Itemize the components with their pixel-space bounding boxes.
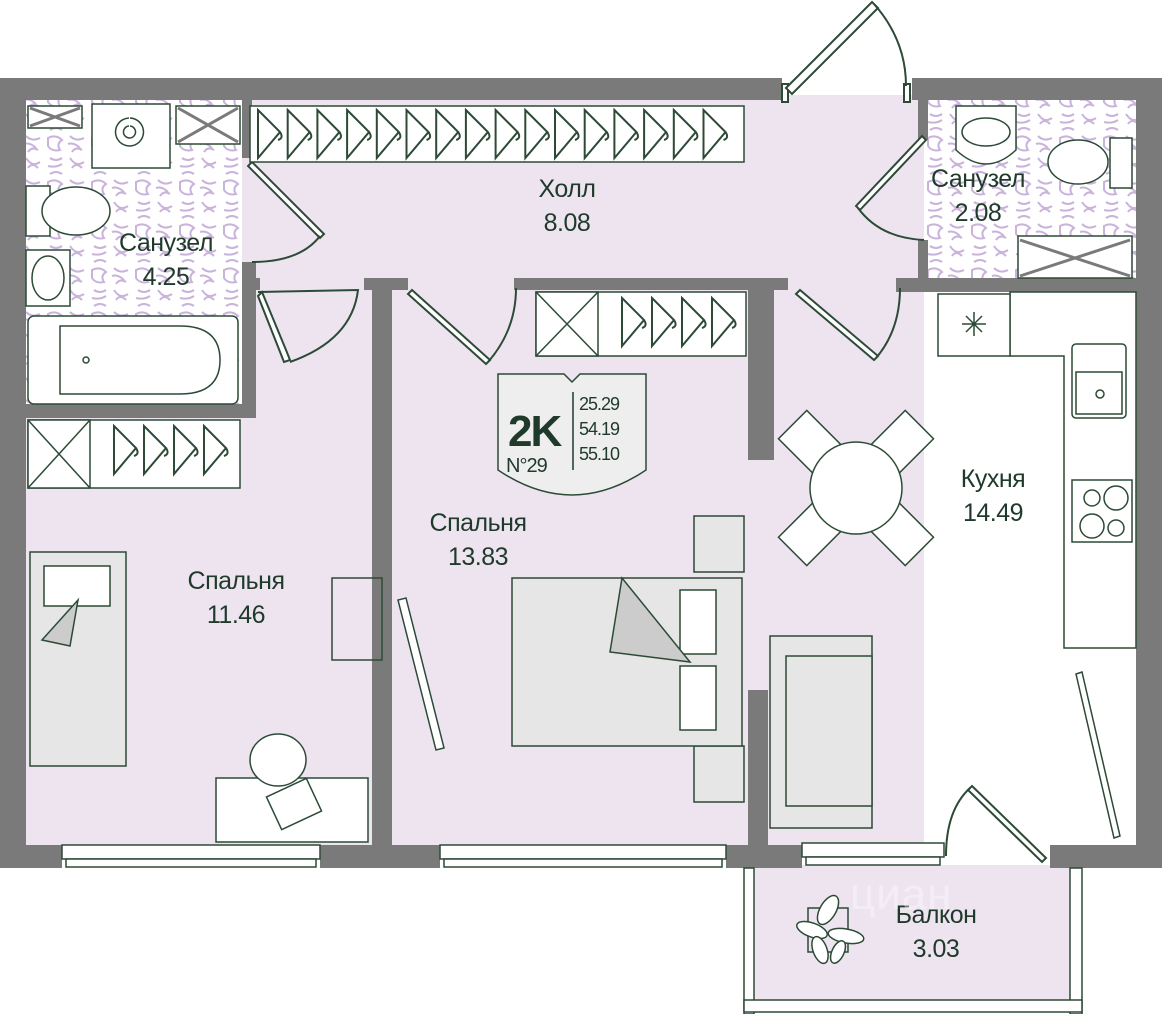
hanger-icon — [681, 295, 707, 349]
laptop — [265, 777, 323, 831]
room-label-bedroom-left: Спальня 11.46 — [188, 564, 285, 632]
room-label-kitchen: Кухня 14.49 — [960, 462, 1026, 530]
apartment-badge — [497, 373, 647, 496]
hanger-icon — [651, 295, 677, 349]
washing-machine — [91, 103, 171, 169]
room-name: Балкон — [895, 901, 977, 929]
room-name: Санузел — [119, 229, 213, 257]
room-name: Санузел — [931, 165, 1025, 193]
hanger-icon — [405, 107, 432, 161]
room-name: Спальня — [187, 567, 285, 595]
hanger-icon — [173, 423, 199, 477]
door-bathroom-right — [854, 134, 928, 212]
room-name: Кухня — [960, 465, 1026, 493]
room-area: 14.49 — [962, 499, 1024, 527]
hall-wardrobe — [249, 105, 745, 163]
room-name: Спальня — [429, 509, 527, 537]
hanger-icon — [494, 107, 521, 161]
entrance-door[interactable] — [781, 0, 911, 103]
hanger-icon — [113, 423, 139, 477]
total-area: 54.19 — [579, 419, 620, 439]
door-bedroom-left — [256, 290, 292, 364]
windows — [61, 842, 945, 868]
toilet-bowl — [41, 186, 111, 236]
toilet-tank-right — [1109, 137, 1133, 189]
room-label-bathroom-right: Санузел 2.08 — [931, 162, 1025, 230]
room-area: 13.83 — [447, 543, 509, 571]
hanger-icon — [583, 107, 610, 161]
room-label-balcony: Балкон 3.03 — [896, 898, 977, 966]
bathtub — [27, 315, 239, 405]
hanger-icon — [672, 107, 699, 161]
tv-stand — [397, 597, 445, 751]
hanger-icon — [203, 423, 229, 477]
total-area-with-balcony: 55.10 — [579, 444, 620, 464]
watermark: циан — [850, 870, 953, 919]
hanger-icon — [643, 107, 669, 161]
nightstand-bottom — [693, 745, 745, 803]
kitchen-sink — [1071, 343, 1127, 419]
bathroom-right-fixtures — [955, 105, 1133, 279]
hanger-icon — [375, 107, 402, 161]
kitchen-furniture — [769, 291, 1137, 839]
hanger-icon — [613, 107, 639, 161]
hanger-icon — [435, 107, 461, 161]
room-label-bathroom-left: Санузел 4.25 — [119, 226, 213, 294]
room-name: Холл — [538, 175, 596, 203]
hanger-icon — [702, 107, 729, 161]
plant-icon — [796, 894, 865, 965]
desk-chair — [249, 733, 307, 787]
bathroom-left-fixtures — [25, 103, 241, 405]
apartment-type: 2K — [508, 407, 562, 456]
hanger-icon — [711, 295, 737, 349]
hanger-icon — [621, 295, 647, 349]
room-area: 8.08 — [543, 209, 591, 237]
hanger-icon — [346, 107, 372, 161]
dining-table — [809, 441, 903, 535]
interior-doors[interactable] — [246, 134, 1048, 864]
door-bathroom-left — [246, 160, 326, 240]
room-label-hall: Холл 8.08 — [539, 172, 596, 240]
hanger-icon — [316, 107, 342, 161]
bedroom-left-furniture — [27, 419, 383, 843]
walls — [0, 78, 1162, 1014]
sink-right — [955, 105, 1017, 165]
hanger-icon — [554, 107, 580, 161]
room-area: 4.25 — [142, 263, 190, 291]
hanger-icon — [464, 107, 491, 161]
sink-left — [25, 249, 71, 307]
hanger-icon — [257, 107, 283, 161]
door-balcony — [966, 784, 1048, 864]
tv-kitchen — [1075, 671, 1121, 839]
room-area: 11.46 — [206, 601, 266, 629]
hanger-icon — [143, 423, 169, 477]
bedroom-middle-furniture — [397, 291, 747, 803]
apartment-number: N°29 — [506, 455, 548, 477]
hanger-icon — [524, 107, 550, 161]
nightstand-top — [693, 515, 745, 573]
living-area: 25.29 — [579, 394, 620, 414]
door-bedroom-middle — [406, 288, 492, 366]
door-kitchen — [794, 288, 880, 362]
apartment-areas: 25.29 54.19 55.10 — [579, 392, 620, 467]
toilet-bowl-right — [1047, 139, 1109, 185]
room-area: 3.03 — [912, 935, 960, 963]
hanger-icon — [286, 107, 313, 161]
drying-rack — [331, 577, 383, 661]
room-label-bedroom-middle: Спальня 13.83 — [430, 506, 527, 574]
room-area: 2.08 — [954, 199, 1002, 227]
